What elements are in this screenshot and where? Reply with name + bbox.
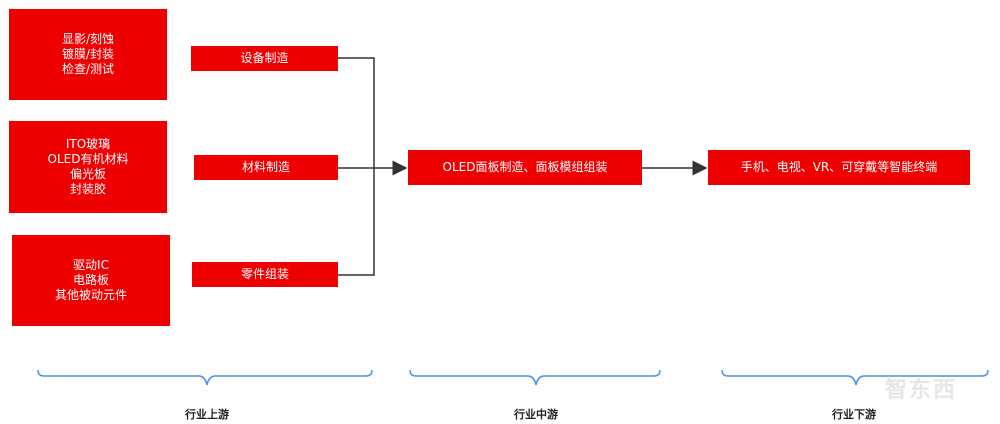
group-equipment-line-3: 检查/测试 bbox=[61, 62, 115, 76]
box-materials-manufacturing: 材料制造 bbox=[194, 155, 338, 180]
stage-label-midstream: 行业中游 bbox=[514, 408, 558, 421]
group-parts-line-3: 其他被动元件 bbox=[54, 288, 127, 302]
box-parts-assembly: 零件组装 bbox=[192, 262, 338, 287]
line-equipment bbox=[338, 57, 375, 276]
group-parts-line-2: 电路板 bbox=[72, 273, 109, 287]
equipment-label: 设备制造 bbox=[240, 51, 289, 65]
box-midstream: OLED面板制造、面板模组组装 bbox=[408, 150, 642, 185]
stage-label-downstream: 行业下游 bbox=[832, 408, 876, 421]
parts-label: 零件组装 bbox=[240, 267, 289, 281]
box-equipment-manufacturing: 设备制造 bbox=[191, 46, 338, 71]
downstream-label: 手机、电视、VR、可穿戴等智能终端 bbox=[740, 160, 938, 174]
stage-label-upstream: 行业上游 bbox=[185, 408, 229, 421]
midstream-label: OLED面板制造、面板模组组装 bbox=[442, 160, 608, 174]
brace-midstream bbox=[409, 369, 661, 386]
group-materials-line-4: 封装胶 bbox=[69, 182, 106, 196]
brace-downstream bbox=[721, 369, 989, 386]
watermark-logo: 智东西 bbox=[885, 378, 958, 403]
group-materials-line-2: OLED有机材料 bbox=[47, 152, 129, 166]
group-equipment-line-1: 显影/刻蚀 bbox=[61, 32, 115, 46]
group-parts: 驱动IC 电路板 其他被动元件 bbox=[12, 235, 170, 326]
group-materials: ITO玻璃 OLED有机材料 偏光板 封装胶 bbox=[9, 121, 167, 213]
group-materials-line-3: 偏光板 bbox=[69, 167, 106, 181]
group-equipment-processes: 显影/刻蚀 镀膜/封装 检查/测试 bbox=[9, 9, 167, 100]
group-parts-line-1: 驱动IC bbox=[73, 258, 109, 272]
brace-upstream bbox=[37, 369, 373, 386]
group-materials-line-1: ITO玻璃 bbox=[65, 137, 111, 151]
box-downstream: 手机、电视、VR、可穿戴等智能终端 bbox=[708, 150, 970, 185]
materials-label: 材料制造 bbox=[241, 160, 290, 174]
group-equipment-line-2: 镀膜/封装 bbox=[61, 47, 115, 61]
